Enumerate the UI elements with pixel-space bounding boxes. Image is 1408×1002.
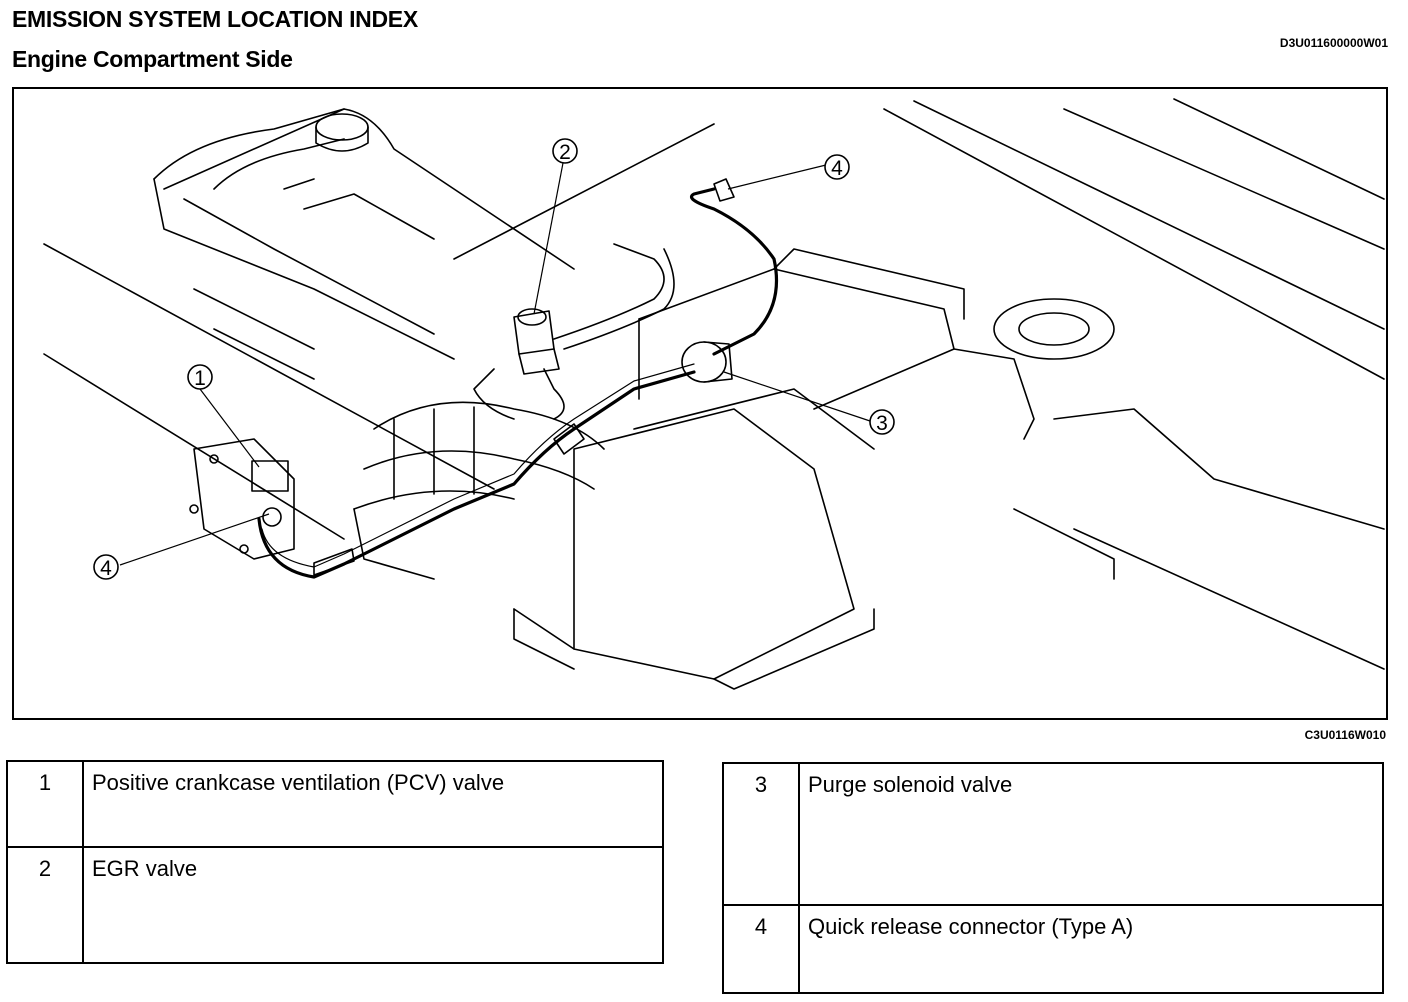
svg-text:4: 4 [100,557,112,580]
page-subtitle: Engine Compartment Side [12,46,293,72]
svg-text:4: 4 [831,157,843,180]
document-code: D3U011600000W01 [1279,36,1388,50]
legend-number: 2 [6,846,84,964]
callout-3: 3 [869,409,895,435]
callout-1: 1 [187,364,213,390]
svg-text:1: 1 [194,367,206,390]
table-row: 1 Positive crankcase ventilation (PCV) v… [6,760,664,848]
table-row: 3 Purge solenoid valve [722,762,1384,906]
callout-2: 2 [552,138,578,164]
engine-diagram: 1 2 3 4 4 [43,98,1385,690]
legend-number: 4 [722,904,800,994]
engine-outline [43,98,1385,690]
svg-text:2: 2 [559,141,571,164]
legend-table-right: 3 Purge solenoid valve 4 Quick release c… [722,762,1384,994]
legend-label: Quick release connector (Type A) [798,904,1384,994]
legend-label: Positive crankcase ventilation (PCV) val… [82,760,664,848]
legend-number: 3 [722,762,800,906]
leader-lines [119,162,871,566]
page-title: EMISSION SYSTEM LOCATION INDEX [12,6,418,32]
figure-code: C3U0116W010 [1304,728,1386,742]
table-row: 4 Quick release connector (Type A) [722,904,1384,994]
legend-number: 1 [6,760,84,848]
legend-label: EGR valve [82,846,664,964]
legend-table-left: 1 Positive crankcase ventilation (PCV) v… [6,760,664,964]
engine-compartment-figure: 1 2 3 4 4 [12,87,1388,720]
callout-4-top: 4 [824,154,850,180]
svg-text:3: 3 [876,412,888,435]
legend-label: Purge solenoid valve [798,762,1384,906]
callout-4-left: 4 [93,554,119,580]
table-row: 2 EGR valve [6,846,664,964]
